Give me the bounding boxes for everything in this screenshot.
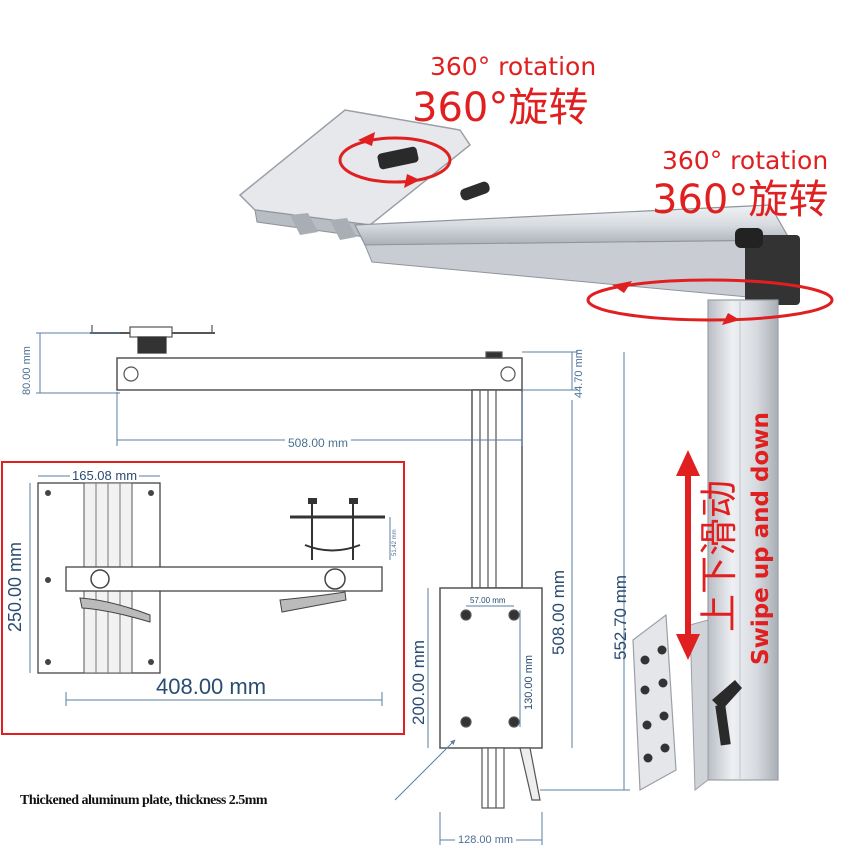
dim-200: 200.00 mm [409,639,428,725]
rotation-indicator-right [586,278,834,325]
rotation-indicator-top [338,132,452,188]
technical-drawing [90,325,543,809]
dim-250: 250.00 mm [5,541,25,632]
dim-51-42: 51.42 mm [392,529,398,556]
dim-44-70: 44.70 mm [573,349,585,398]
dim-130: 130.00 mm [523,654,535,710]
rotation-top-label-en: 360° rotation [430,52,597,81]
top-view-inset [1,461,405,735]
rotation-top-label-cn: 360°旋转 [412,85,589,131]
dim-508-horizontal: 508.00 mm [285,437,352,449]
dim-165-08: 165.08 mm [70,468,140,483]
slide-label-cn: 上下滑动 [697,479,741,632]
slide-arrow [676,450,700,660]
dim-508-vertical: 508.00 mm [549,569,568,655]
dim-128: 128.00 mm [455,835,517,846]
rotation-right-label-en: 360° rotation [662,146,829,175]
dim-552-70: 552.70 mm [611,574,630,660]
dim-80: 80.00 mm [21,346,33,395]
dim-408: 408.00 mm [152,676,271,698]
product-photo [238,109,800,791]
plate-thickness-note: Thickened aluminum plate, thickness 2.5m… [20,793,268,808]
dim-57: 57.00 mm [470,596,506,605]
slide-label-en: Swipe up and down [748,412,774,665]
rotation-right-label-cn: 360°旋转 [652,177,829,223]
